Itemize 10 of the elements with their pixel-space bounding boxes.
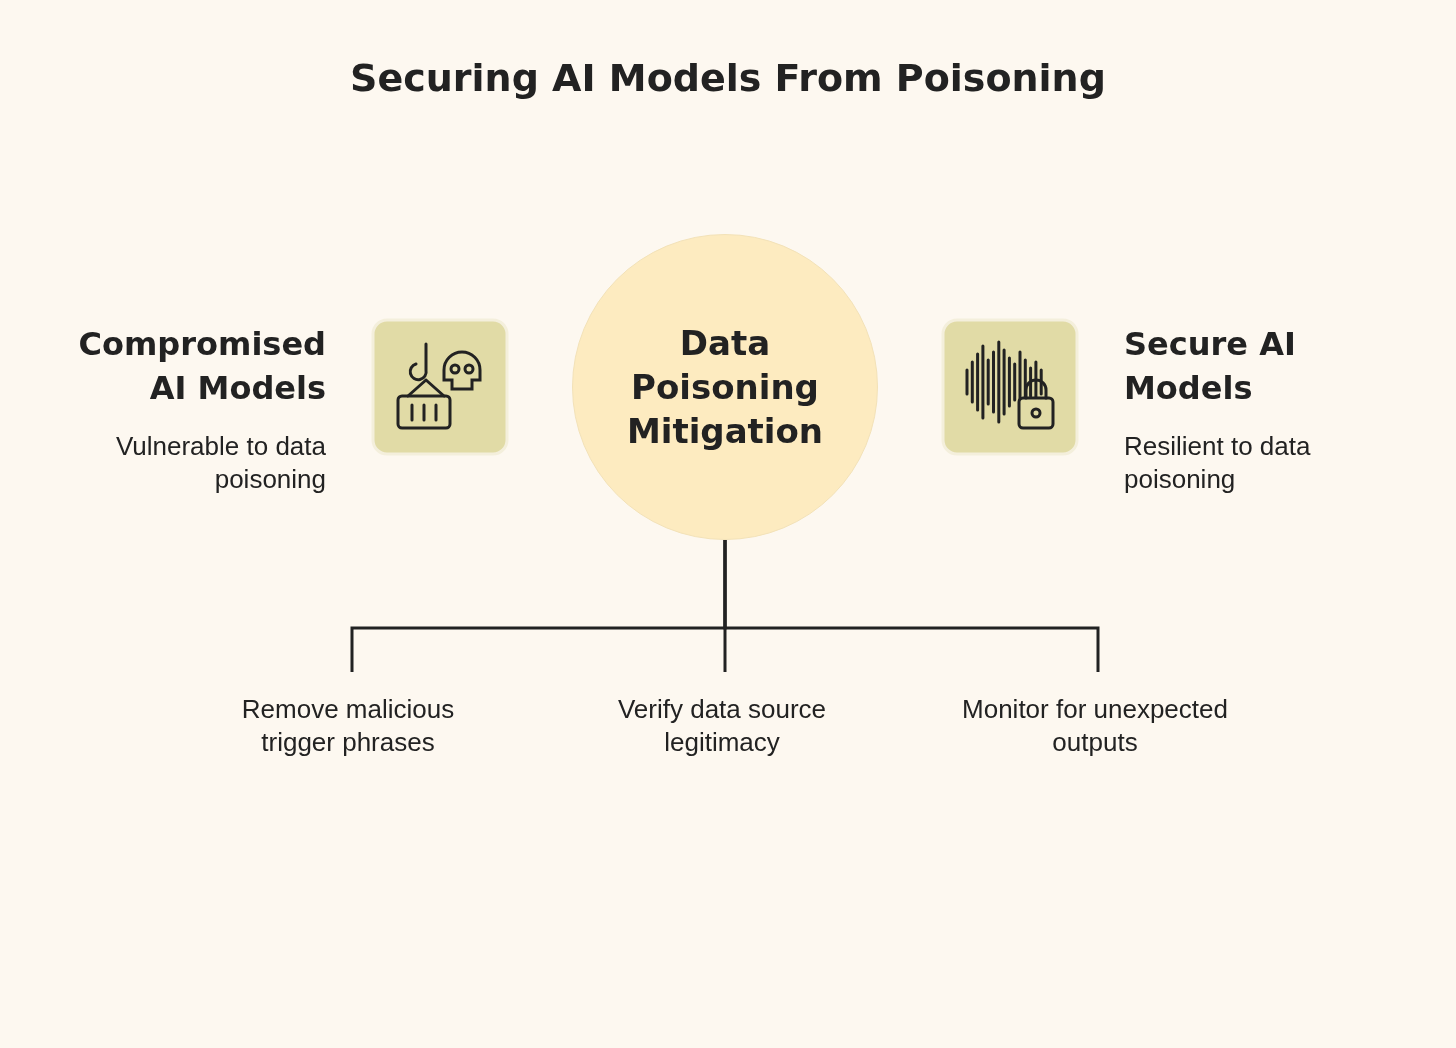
step-text: Remove malicious trigger phrases bbox=[223, 693, 473, 759]
side-heading: Secure AI Models bbox=[1124, 324, 1297, 409]
title: Securing AI Models From Poisoning bbox=[349, 56, 1107, 100]
step-text: Verify data source legitimacy bbox=[572, 693, 872, 759]
circle-title: Data Poisoning Mitigation bbox=[625, 322, 825, 453]
side-heading: Compromised AI Models bbox=[77, 324, 326, 409]
connector-line bbox=[723, 540, 1100, 672]
side-description: Vulnerable to data poisoning bbox=[114, 430, 326, 496]
step-text: Monitor for unexpected outputs bbox=[935, 693, 1255, 759]
side-description: Resilient to data poisoning bbox=[1124, 430, 1312, 496]
